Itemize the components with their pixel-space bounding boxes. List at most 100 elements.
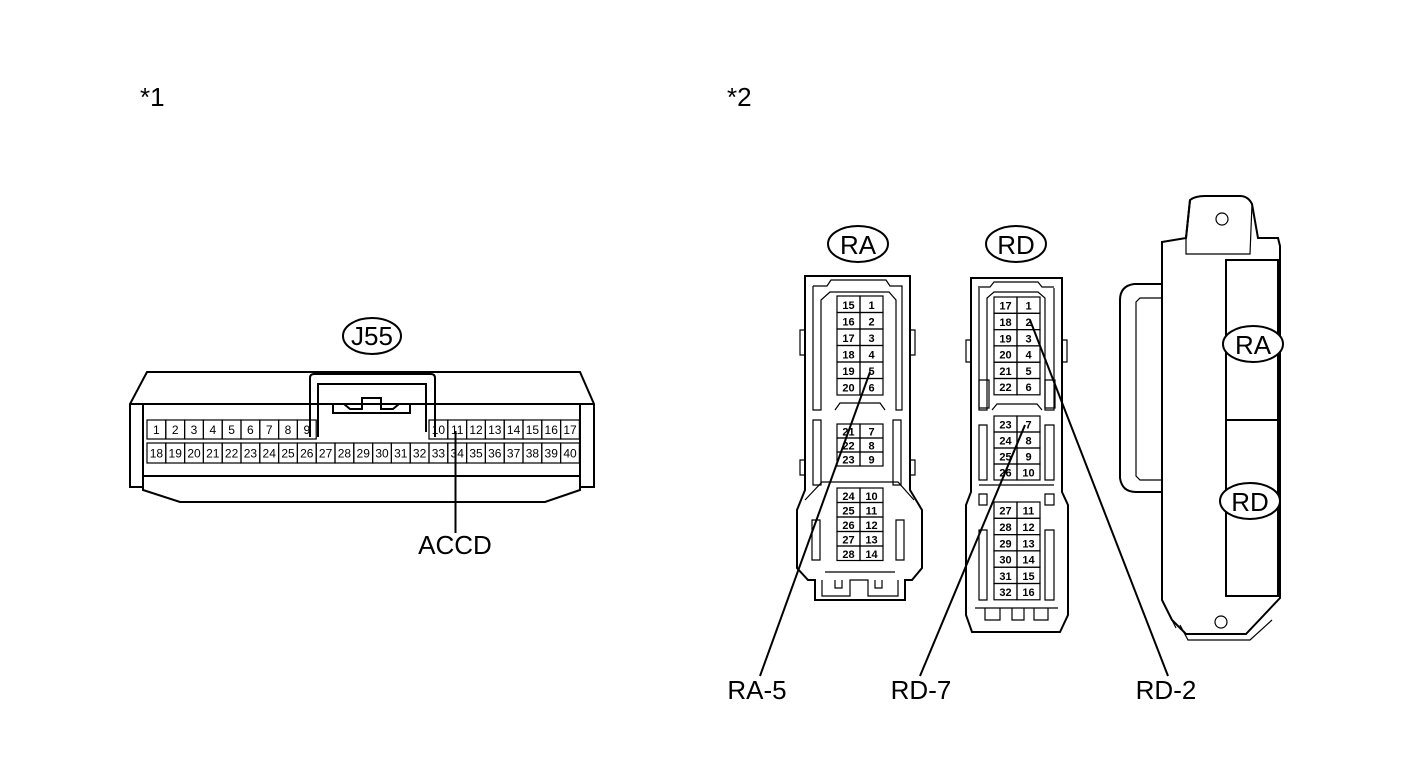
j55-pin-2: 2 bbox=[172, 423, 179, 437]
j55-pin-10: 10 bbox=[432, 423, 446, 437]
ra-pin-9-cell bbox=[859, 451, 884, 467]
j55-pin-36: 36 bbox=[488, 447, 502, 461]
rd-pin-11: 11 bbox=[1023, 506, 1035, 518]
rd-pin-12: 12 bbox=[1022, 522, 1034, 534]
rd7-callout: RD-7 bbox=[891, 675, 952, 705]
ecu-port-ra-label: RA bbox=[1235, 330, 1272, 360]
j55-name-label: J55 bbox=[351, 321, 393, 351]
ra-pin-14-cell bbox=[859, 545, 884, 562]
ra-pin-11: 11 bbox=[866, 505, 878, 517]
j55-pin-40-cell bbox=[559, 442, 580, 464]
j55-pin-9: 9 bbox=[303, 423, 310, 437]
rd-pin-13: 13 bbox=[1022, 538, 1034, 550]
j55-pin-13: 13 bbox=[488, 423, 502, 437]
rd-pin-17: 17 bbox=[999, 301, 1011, 313]
rd-pin-9: 9 bbox=[1025, 452, 1031, 464]
rd-pin-22: 22 bbox=[999, 382, 1011, 394]
j55-pin-6: 6 bbox=[247, 423, 254, 437]
accd-callout: ACCD bbox=[418, 530, 492, 560]
rd-pin-28: 28 bbox=[999, 522, 1011, 534]
ra-pin-26: 26 bbox=[842, 520, 854, 532]
ra-pin-16: 16 bbox=[842, 316, 854, 328]
j55-pin-25: 25 bbox=[281, 447, 295, 461]
j55-pin-8: 8 bbox=[285, 423, 292, 437]
j55-pin-28: 28 bbox=[338, 447, 352, 461]
j55-pin-17: 17 bbox=[563, 423, 577, 437]
rd-pin-23: 23 bbox=[999, 420, 1011, 432]
j55-pin-40: 40 bbox=[563, 447, 577, 461]
rd-pin-14: 14 bbox=[1022, 555, 1035, 567]
ra-pin-20: 20 bbox=[842, 382, 854, 394]
rd-pin-6-cell bbox=[1016, 377, 1041, 396]
rd-pin-6: 6 bbox=[1025, 382, 1031, 394]
rd-pin-31: 31 bbox=[999, 571, 1011, 583]
j55-pin-20: 20 bbox=[187, 447, 201, 461]
j55-name-oval bbox=[342, 317, 402, 355]
rd-pin-29: 29 bbox=[999, 538, 1011, 550]
ra-pin-17: 17 bbox=[842, 333, 854, 345]
ra-pin-5: 5 bbox=[868, 366, 874, 378]
ra-pin-6: 6 bbox=[868, 382, 874, 394]
ra-pin-2: 2 bbox=[868, 316, 874, 328]
rd-pin-2: 2 bbox=[1025, 317, 1031, 329]
rd-pin-27: 27 bbox=[999, 506, 1011, 518]
j55-pin-38: 38 bbox=[526, 447, 540, 461]
j55-pin-23: 23 bbox=[244, 447, 258, 461]
ra-pin-3: 3 bbox=[868, 333, 874, 345]
j55-pin-3: 3 bbox=[191, 423, 198, 437]
rd-pin-5: 5 bbox=[1025, 366, 1031, 378]
rd-pin-16: 16 bbox=[1022, 587, 1034, 599]
ra-pin-25: 25 bbox=[842, 505, 854, 517]
ra-pin-7: 7 bbox=[868, 427, 874, 439]
ecu-mount-hole-top bbox=[1215, 212, 1229, 226]
rd-pin-1: 1 bbox=[1025, 301, 1031, 313]
ecu-mount-hole-bottom bbox=[1214, 615, 1228, 629]
ra5-leader-line bbox=[759, 371, 871, 677]
ecu-port-rd-label: RD bbox=[1231, 487, 1269, 517]
j55-pin-31: 31 bbox=[394, 447, 408, 461]
ra-name-label: RA bbox=[840, 230, 877, 260]
ra-pin-6-cell bbox=[859, 377, 884, 396]
view-marker-2: *2 bbox=[727, 82, 752, 112]
ecu-housing: RA RD bbox=[1119, 195, 1284, 641]
ra-pin-14: 14 bbox=[865, 549, 878, 561]
j55-pin-21: 21 bbox=[206, 447, 220, 461]
rd-pin-7: 7 bbox=[1025, 420, 1031, 432]
ra-name-oval bbox=[827, 225, 889, 263]
ra-pin-28: 28 bbox=[842, 549, 854, 561]
ra-pin-23: 23 bbox=[842, 455, 854, 467]
rd-pin-21: 21 bbox=[999, 366, 1011, 378]
rd-pin-4: 4 bbox=[1025, 350, 1032, 362]
rd2-callout: RD-2 bbox=[1136, 675, 1197, 705]
j55-pin-17-cell bbox=[559, 419, 580, 440]
j55-pin-24: 24 bbox=[263, 447, 277, 461]
j55-pin-22: 22 bbox=[225, 447, 239, 461]
rd-pin-16-cell bbox=[1016, 582, 1041, 601]
j55-pin-34: 34 bbox=[451, 447, 465, 461]
ra-pin-19: 19 bbox=[842, 366, 854, 378]
ra-pin-10: 10 bbox=[865, 491, 877, 503]
j55-pin-12: 12 bbox=[469, 423, 483, 437]
j55-pin-26: 26 bbox=[300, 447, 314, 461]
j55-pin-16: 16 bbox=[545, 423, 559, 437]
j55-pin-33: 33 bbox=[432, 447, 446, 461]
rd-pin-24: 24 bbox=[999, 436, 1012, 448]
ra-pin-1: 1 bbox=[868, 300, 874, 312]
rd2-leader-line bbox=[1029, 319, 1169, 677]
j55-pin-35: 35 bbox=[469, 447, 483, 461]
j55-pin-11: 11 bbox=[451, 423, 464, 437]
view-marker-1: *1 bbox=[140, 82, 165, 112]
rd-pin-30: 30 bbox=[999, 555, 1011, 567]
rd7-leader-line bbox=[919, 424, 1026, 677]
ra-pin-15: 15 bbox=[842, 300, 854, 312]
j55-pin-5: 5 bbox=[228, 423, 235, 437]
ra-pin-24: 24 bbox=[842, 491, 855, 503]
j55-pin-29: 29 bbox=[357, 447, 371, 461]
ra-pin-12: 12 bbox=[865, 520, 877, 532]
j55-pin-18: 18 bbox=[150, 447, 164, 461]
